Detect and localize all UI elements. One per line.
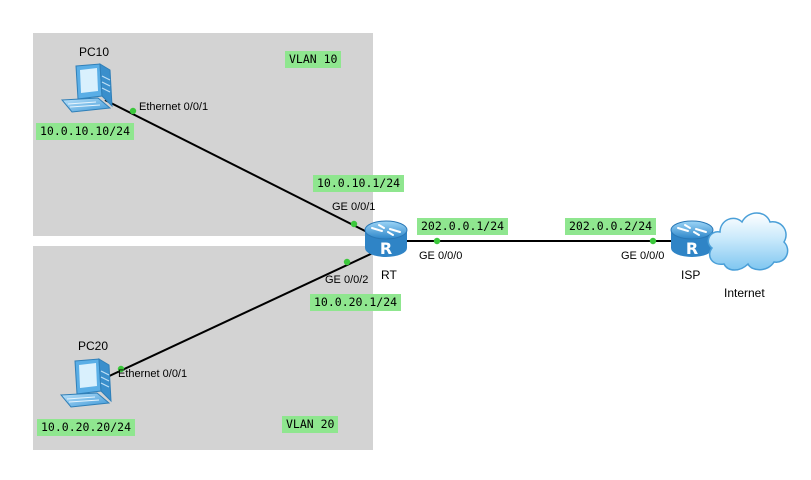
link-pc20-rt [104,251,376,379]
pc20-port-label: Ethernet 0/0/1 [118,368,188,380]
pc10-ip-label: 10.0.10.10/24 [36,123,135,140]
pc20-ip-label: 10.0.20.20/24 [37,419,136,436]
port-dot-rt-ge001 [350,220,358,228]
port-dot-rt-ge000 [433,237,441,245]
pc-icon[interactable] [57,357,117,411]
pc-icon[interactable] [58,62,118,116]
isp-name: ISP [681,268,701,282]
pc10-port-label: Ethernet 0/0/1 [139,101,209,113]
router-icon[interactable]: R [362,218,410,262]
rt-ge000-ip-label: 202.0.0.1/24 [417,218,509,235]
rt-ge002-ip-label: 10.0.20.1/24 [310,294,402,311]
internet-name: Internet [724,286,765,300]
router-icon[interactable]: R [668,218,716,262]
pc20-name: PC20 [78,339,109,353]
port-dot-pc20 [117,365,125,373]
rt-ge000-port-label: GE 0/0/0 [419,250,463,262]
port-dot-isp-ge000 [649,237,657,245]
rt-ge001-ip-label: 10.0.10.1/24 [313,175,405,192]
svg-text:R: R [380,239,392,258]
rt-name: RT [381,268,397,282]
port-dot-pc10 [129,107,137,115]
pc10-name: PC10 [79,45,110,59]
cloud-icon[interactable] [702,204,792,280]
link-pc10-rt [104,99,376,237]
vlan20-label: VLAN 20 [282,416,339,433]
rt-ge002-port-label: GE 0/0/2 [325,274,369,286]
svg-text:R: R [686,239,698,258]
vlan10-label: VLAN 10 [285,51,342,68]
rt-ge001-port-label: GE 0/0/1 [332,201,376,213]
isp-port-label: GE 0/0/0 [621,250,665,262]
isp-ip-label: 202.0.0.2/24 [565,218,657,235]
port-dot-rt-ge002 [343,258,351,266]
